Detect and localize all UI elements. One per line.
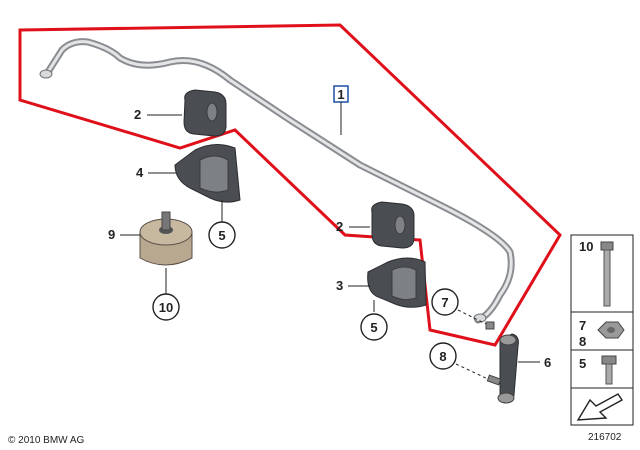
rubber-bushing-upper [183, 89, 227, 137]
arrow-icon [576, 393, 624, 421]
diagram-number: 216702 [588, 432, 622, 443]
legend-label-7: 7 [579, 318, 586, 333]
label-8: 8 [439, 349, 446, 364]
legend-panel: 10 7 8 5 [570, 234, 634, 426]
label-6: 6 [544, 355, 551, 370]
label-5-right: 5 [370, 320, 377, 335]
legend-label-5: 5 [579, 356, 586, 371]
label-10: 10 [159, 300, 173, 315]
label-4: 4 [136, 165, 144, 180]
bracket-left [174, 144, 241, 203]
rubber-mount [139, 211, 193, 266]
label-3: 3 [336, 278, 343, 293]
legend-nut-icon [597, 321, 625, 339]
bolt [486, 374, 502, 386]
highlight-outline [18, 23, 562, 347]
copyright: © 2010 BMW AG [8, 435, 85, 446]
stabilizer-link [497, 333, 519, 404]
label-1: 1 [337, 87, 344, 102]
stabilizer-bar [39, 38, 515, 324]
legend-label-10: 10 [579, 239, 593, 254]
legend-screw-icon [601, 355, 617, 385]
label-2-upper: 2 [134, 107, 141, 122]
label-5-left: 5 [218, 228, 225, 243]
legend-bolt-icon [600, 241, 614, 307]
nut [485, 321, 495, 330]
label-2-lower: 2 [336, 219, 343, 234]
label-9: 9 [108, 227, 115, 242]
bracket-right [367, 257, 427, 308]
rubber-bushing-lower [371, 201, 415, 249]
legend-label-8: 8 [579, 334, 586, 349]
label-7: 7 [441, 295, 448, 310]
